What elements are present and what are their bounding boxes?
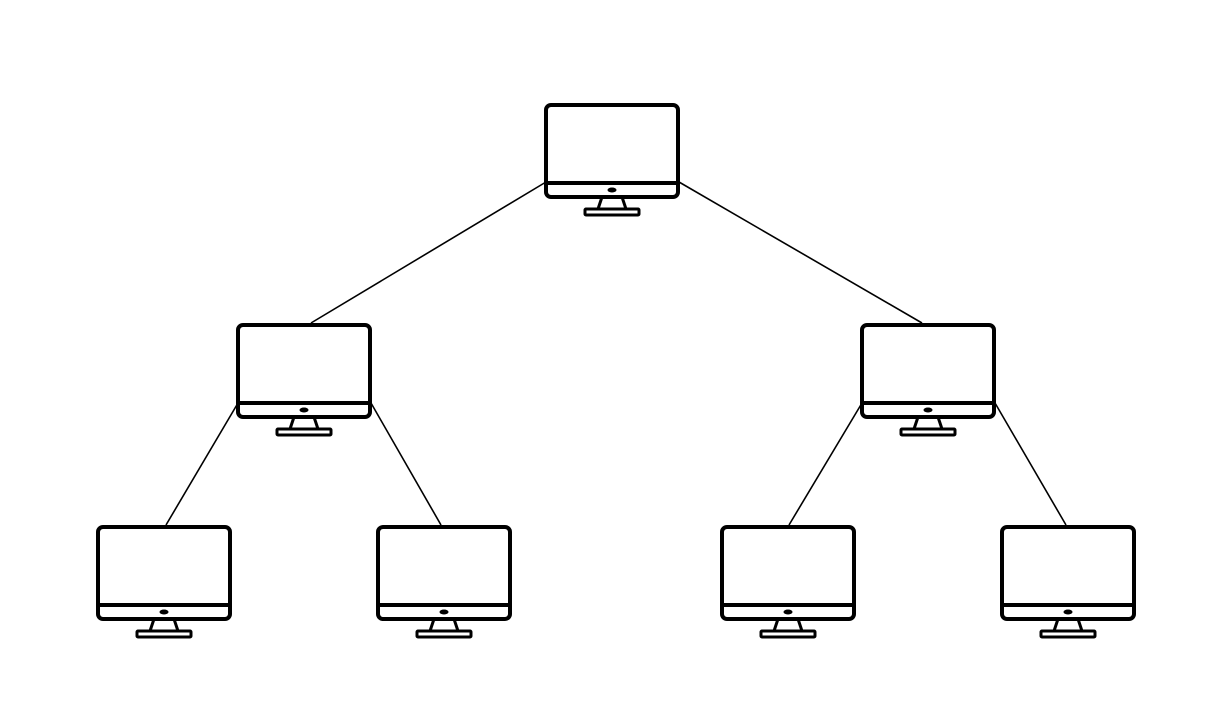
monitor-stand-base	[135, 629, 193, 639]
desktop-monitor-icon	[1000, 525, 1136, 639]
monitor-indicator	[783, 609, 793, 615]
desktop-monitor-icon	[376, 525, 512, 639]
connection-lines	[165, 181, 1067, 526]
monitor-indicator	[159, 609, 169, 615]
desktop-monitor-icon	[720, 525, 856, 639]
monitor-screen	[544, 103, 680, 199]
edge-n1-n2	[310, 181, 547, 324]
monitor-screen	[236, 323, 372, 419]
edge-n2-n5	[370, 402, 442, 526]
edge-n3-n7	[994, 402, 1067, 526]
desktop-monitor-icon	[236, 323, 372, 437]
monitor-stand-base	[583, 207, 641, 217]
monitor-indicator	[607, 187, 617, 193]
desktop-monitor-icon	[544, 103, 680, 217]
monitor-stand-base	[899, 427, 957, 437]
monitor-stand-base	[275, 427, 333, 437]
monitor-screen	[96, 525, 232, 621]
monitor-screen	[860, 323, 996, 419]
monitor-stand-base	[1039, 629, 1097, 639]
monitor-stand-base	[415, 629, 473, 639]
monitor-indicator	[439, 609, 449, 615]
monitor-indicator	[923, 407, 933, 413]
monitor-indicator	[1063, 609, 1073, 615]
edge-n3-n6	[788, 402, 863, 526]
desktop-monitor-icon	[860, 323, 996, 437]
desktop-monitor-icon	[96, 525, 232, 639]
monitor-indicator	[299, 407, 309, 413]
monitor-screen	[376, 525, 512, 621]
monitor-screen	[720, 525, 856, 621]
computer-nodes	[96, 103, 1136, 639]
edge-n2-n4	[165, 402, 239, 526]
monitor-stand-base	[759, 629, 817, 639]
monitor-screen	[1000, 525, 1136, 621]
edge-n1-n3	[678, 181, 923, 324]
